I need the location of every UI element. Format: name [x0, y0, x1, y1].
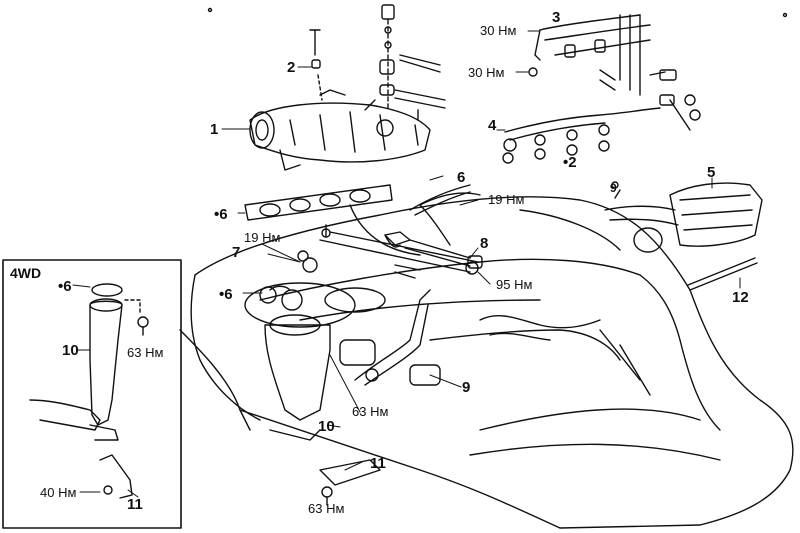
inset-title: 4WD: [10, 265, 42, 281]
label-part-4: 4: [488, 117, 497, 134]
label-part-7: 7: [232, 244, 241, 261]
label-part-9-bottom: 9: [462, 379, 471, 396]
leader-lines: [221, 30, 741, 471]
engine-bay-parts: [244, 192, 601, 506]
label-part-6-left: •6: [214, 206, 228, 223]
label-part-8: 8: [480, 235, 489, 252]
support-rod: [687, 257, 758, 291]
label-part-2-top: 2: [287, 59, 296, 76]
label-torque-63-mid: 63 Нм: [352, 404, 389, 419]
label-part-9-right: 9: [610, 181, 617, 195]
label-part-6-top: 6: [457, 169, 466, 186]
car-body: [179, 196, 794, 529]
wiring-harness: [502, 12, 788, 164]
label-part-1: 1: [210, 121, 219, 138]
label-torque-30-top: 30 Нм: [480, 23, 517, 38]
label-part-6-mid: •6: [219, 286, 233, 303]
label-part-11: 11: [370, 455, 386, 472]
air-cleaner: [604, 181, 763, 253]
label-torque-63-bottom: 63 Нм: [308, 501, 345, 516]
inset-label-part-6: •6: [58, 278, 72, 295]
label-torque-19-left: 19 Нм: [244, 230, 281, 245]
label-part-12: 12: [732, 289, 749, 306]
bolts-top: [207, 4, 446, 111]
label-part-2-right: •2: [563, 154, 577, 171]
label-part-5: 5: [707, 164, 716, 181]
label-part-10: 10: [318, 418, 335, 435]
label-torque-30-mid: 30 Нм: [468, 65, 505, 80]
inset-label-torque-40: 40 Нм: [40, 485, 77, 500]
inset-label-torque-63: 63 Нм: [127, 345, 164, 360]
inset-4wd-frame: [2, 259, 182, 529]
inset-label-part-11: 11: [127, 496, 143, 513]
label-part-3: 3: [552, 9, 561, 26]
stay-bracket: [384, 184, 483, 269]
intake-manifold: [249, 89, 431, 171]
inset-label-part-10: 10: [62, 342, 79, 359]
label-torque-95: 95 Нм: [496, 277, 533, 292]
gasket: [244, 184, 393, 221]
label-torque-19-right: 19 Нм: [488, 192, 525, 207]
